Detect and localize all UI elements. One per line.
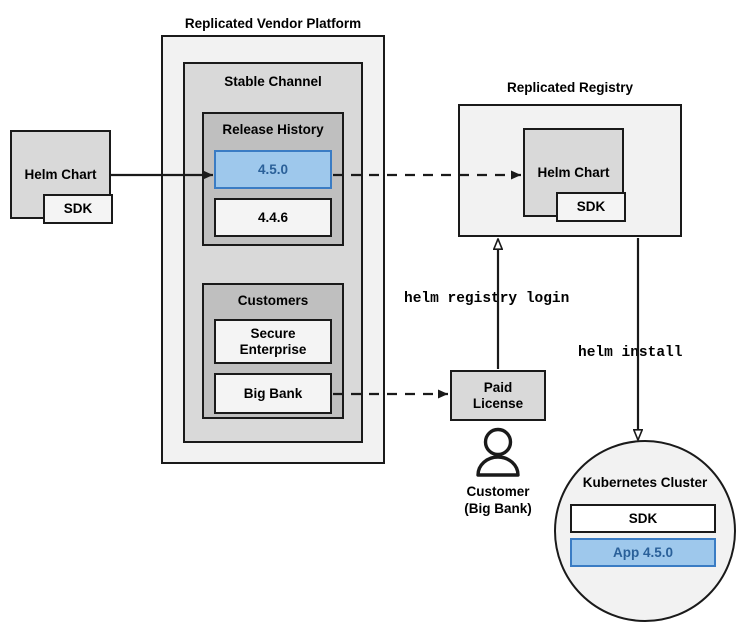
kubernetes-cluster-label: Kubernetes Cluster xyxy=(582,475,708,490)
person-icon xyxy=(476,427,520,477)
registry-sdk-box[interactable]: SDK xyxy=(556,192,626,222)
release-item-4-4-6[interactable]: 4.4.6 xyxy=(214,198,332,237)
customer-item-secure-enterprise[interactable]: Secure Enterprise xyxy=(214,319,332,364)
paid-license-line1: Paid xyxy=(483,379,513,395)
paid-license-line2: License xyxy=(472,395,524,411)
release-item-4-4-6-label: 4.4.6 xyxy=(257,209,289,225)
customer-item-big-bank[interactable]: Big Bank xyxy=(214,373,332,414)
cluster-item-app-label: App 4.5.0 xyxy=(612,544,674,560)
registry-sdk-label: SDK xyxy=(576,199,606,215)
release-item-4-5-0[interactable]: 4.5.0 xyxy=(214,150,332,189)
customer-actor-line1: Customer xyxy=(466,484,530,499)
release-history-label: Release History xyxy=(222,122,324,137)
customer-actor-line2: (Big Bank) xyxy=(464,500,532,516)
customer-item-secure-enterprise-line1: Secure xyxy=(250,325,296,341)
helm-install-command: helm install xyxy=(578,345,683,361)
registry-helm-chart-label: Helm Chart xyxy=(537,164,610,180)
customer-item-big-bank-label: Big Bank xyxy=(243,385,303,401)
cluster-item-sdk-label: SDK xyxy=(628,510,658,526)
stable-channel-label: Stable Channel xyxy=(224,74,322,89)
customer-actor-caption: Customer (Big Bank) xyxy=(418,484,578,518)
customers-label: Customers xyxy=(237,293,309,308)
vendor-platform-title: Replicated Vendor Platform xyxy=(184,16,362,31)
cluster-item-sdk[interactable]: SDK xyxy=(570,504,716,533)
helm-chart-source-label: Helm Chart xyxy=(24,166,97,182)
release-item-4-5-0-label: 4.5.0 xyxy=(257,161,289,177)
cluster-item-app[interactable]: App 4.5.0 xyxy=(570,538,716,567)
helm-chart-source-sdk-label: SDK xyxy=(63,201,93,217)
customer-item-secure-enterprise-line2: Enterprise xyxy=(239,341,307,357)
registry-title: Replicated Registry xyxy=(506,80,634,95)
helm-registry-login-command: helm registry login xyxy=(404,291,570,307)
paid-license-box[interactable]: Paid License xyxy=(450,370,546,421)
helm-chart-source-sdk-box[interactable]: SDK xyxy=(43,194,113,224)
